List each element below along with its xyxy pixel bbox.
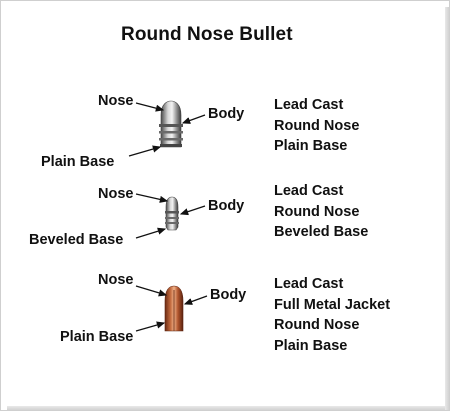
bullet-2-lead-beveled-base [165, 196, 179, 231]
body-label-2: Body [208, 198, 245, 214]
base-label-1: Plain Base [41, 154, 115, 170]
description-3-line-1: Lead Cast [274, 276, 344, 292]
diagram-title: Round Nose Bullet [121, 24, 293, 45]
description-2-line-3: Beveled Base [274, 224, 369, 240]
body-label-3: Body [210, 287, 247, 303]
description-1-line-3: Plain Base [274, 138, 348, 154]
description-3: Lead Cast Full Metal Jacket Round Nose P… [274, 274, 390, 356]
description-2-line-1: Lead Cast [274, 183, 344, 199]
base-label-3: Plain Base [60, 329, 134, 345]
bullet-3-fmj-plain-base [164, 285, 184, 332]
base-label-2: Beveled Base [29, 232, 124, 248]
description-3-line-3: Round Nose [274, 317, 360, 333]
nose-label-2: Nose [98, 186, 134, 202]
description-1: Lead Cast Round Nose Plain Base [274, 95, 359, 157]
description-3-line-2: Full Metal Jacket [274, 296, 391, 313]
description-1-line-2: Round Nose [274, 117, 360, 134]
nose-label-3: Nose [98, 272, 134, 288]
description-3-line-4: Plain Base [274, 337, 348, 354]
description-2: Lead Cast Round Nose Beveled Base [274, 181, 368, 243]
nose-label-1: Nose [98, 93, 134, 109]
description-2-line-2: Round Nose [274, 203, 360, 220]
description-1-line-1: Lead Cast [274, 97, 344, 113]
bullet-1-lead-plain-base [159, 100, 183, 148]
body-label-1: Body [208, 106, 245, 122]
